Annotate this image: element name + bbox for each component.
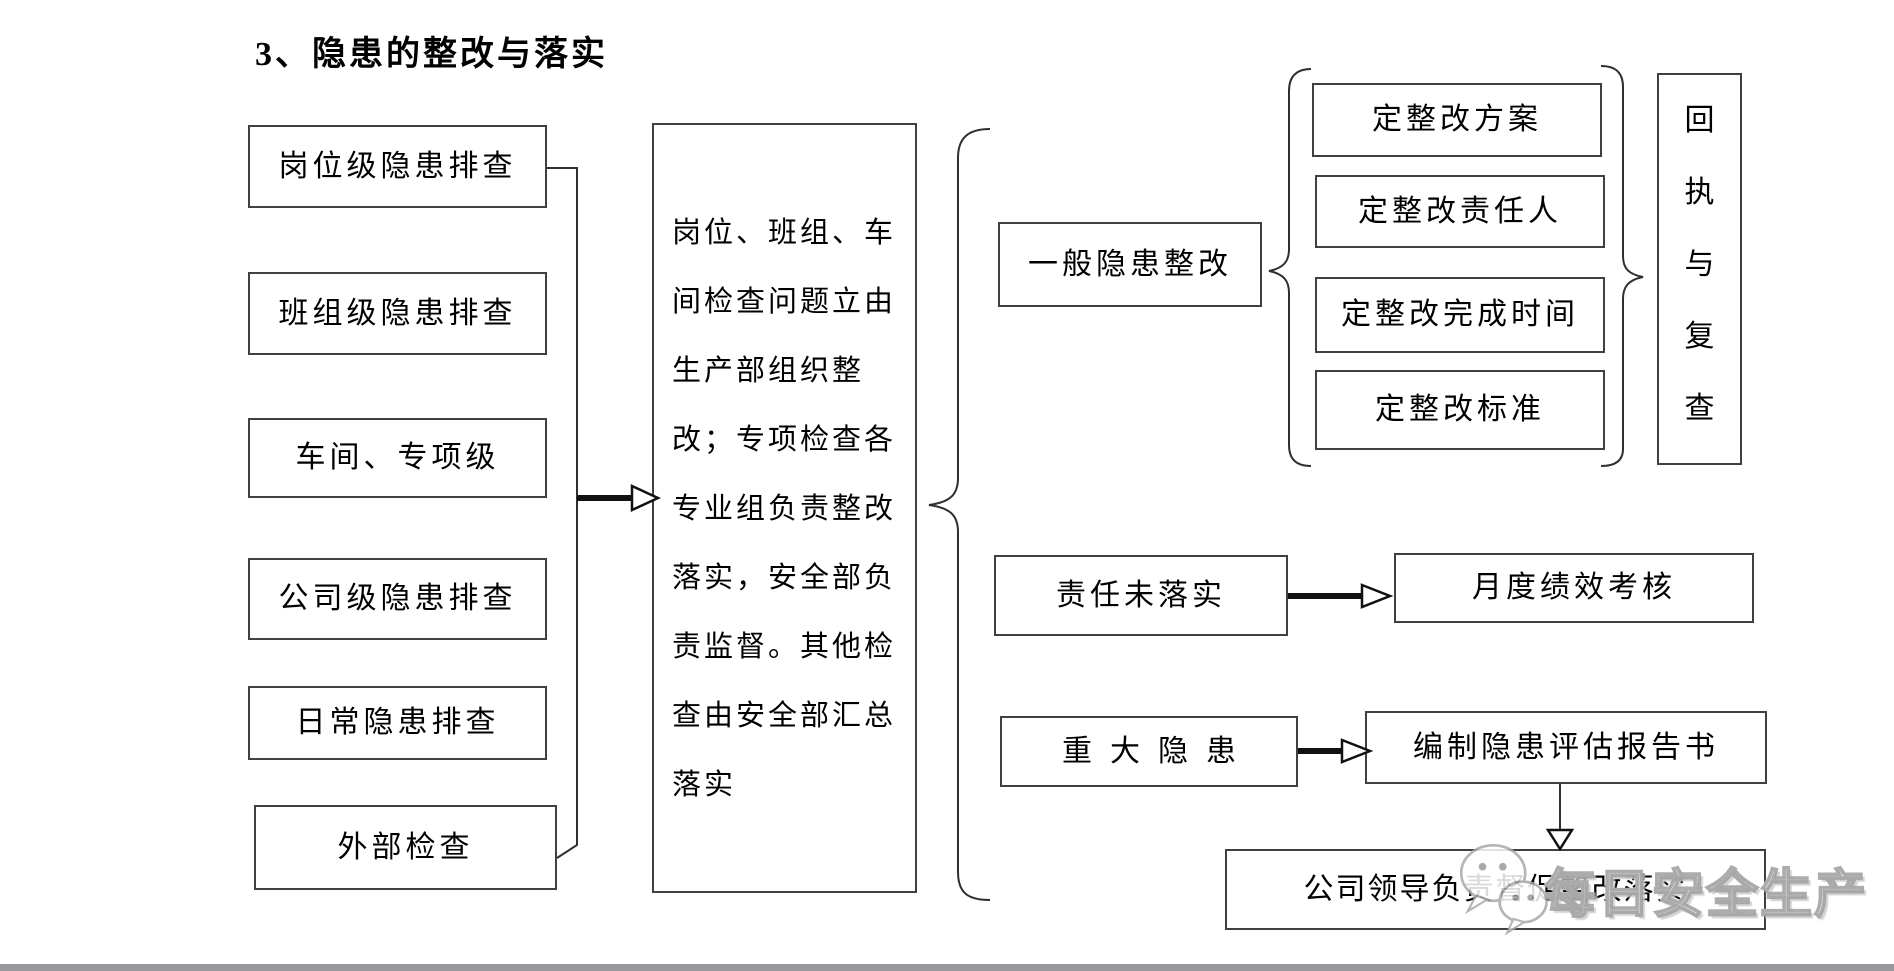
source-box-external: 外部检查 bbox=[254, 805, 557, 890]
big-brace bbox=[928, 128, 991, 901]
steps-left-brace bbox=[1268, 68, 1312, 467]
monthly-assessment-box: 月度绩效考核 bbox=[1394, 553, 1754, 623]
left-gather-line bbox=[547, 167, 578, 859]
source-box-company-level: 公司级隐患排查 bbox=[248, 558, 547, 640]
page-title: 3、隐患的整改与落实 bbox=[255, 36, 608, 73]
source-box-team-level: 班组级隐患排查 bbox=[248, 272, 547, 355]
general-rectify-box: 一般隐患整改 bbox=[998, 222, 1262, 307]
step-box-plan: 定整改方案 bbox=[1312, 83, 1602, 157]
step-box-completion-time: 定整改完成时间 bbox=[1315, 277, 1605, 353]
watermark-text: 每日安全生产 bbox=[1543, 865, 1869, 925]
assessment-arrow-head bbox=[1360, 583, 1394, 609]
assessment-report-box: 编制隐患评估报告书 bbox=[1365, 711, 1767, 784]
receipt-review-box: 回 执 与 复 查 bbox=[1657, 73, 1742, 465]
center-note-box: 岗位、班组、车 间检查问题立由 生产部组织整 改；专项检查各 专业组负责整改 落… bbox=[652, 123, 917, 893]
bottom-edge-bar bbox=[0, 964, 1894, 971]
step-box-responsible-person: 定整改责任人 bbox=[1315, 175, 1605, 248]
step-box-standard: 定整改标准 bbox=[1315, 370, 1605, 450]
source-box-daily: 日常隐患排查 bbox=[248, 686, 547, 760]
source-box-workshop-special: 车间、专项级 bbox=[248, 418, 547, 498]
unimplemented-box: 责任未落实 bbox=[994, 555, 1288, 636]
steps-right-brace bbox=[1600, 65, 1644, 467]
major-hazard-box: 重大隐患 bbox=[1000, 716, 1298, 787]
wechat-icon bbox=[1459, 843, 1548, 936]
source-box-post-level: 岗位级隐患排查 bbox=[248, 125, 547, 208]
